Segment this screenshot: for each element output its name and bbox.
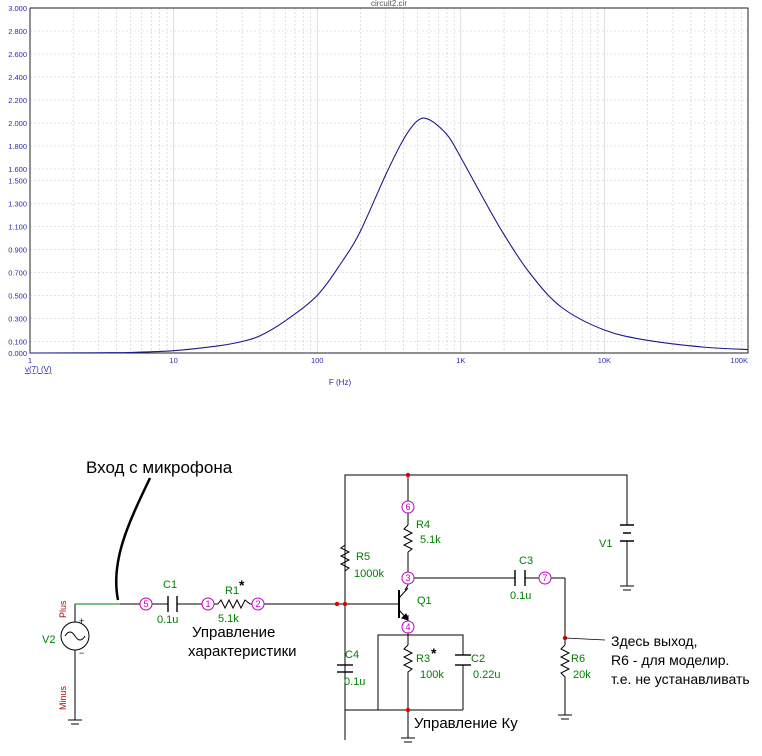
v2-source-symbol xyxy=(60,621,90,651)
c1-name: C1 xyxy=(163,579,177,591)
resistors xyxy=(217,524,571,685)
node-2-label: 2 xyxy=(255,599,260,609)
plot-frame xyxy=(29,7,749,354)
r6-symbol xyxy=(559,644,571,685)
r3-name: R3 xyxy=(416,653,430,665)
r4-name: R4 xyxy=(416,519,430,531)
x-tick-label: 10 xyxy=(169,356,177,365)
r1-name: R1 xyxy=(225,585,239,597)
mic-input-note: Вход с микрофона xyxy=(86,458,233,477)
annotations: Вход с микрофона Управление характеристи… xyxy=(86,458,750,732)
node-labels: 5 1 2 6 3 4 7 xyxy=(139,500,552,634)
y-tick-label: 0.100 xyxy=(8,338,27,347)
mic-pointer-line xyxy=(114,477,152,601)
node-7-label: 7 xyxy=(542,573,547,583)
y-tick-label: 0.900 xyxy=(8,246,27,255)
v1-battery-symbol xyxy=(620,524,634,550)
y-tick-label: 1.500 xyxy=(8,177,27,186)
y-tick-label: 0.300 xyxy=(8,315,27,324)
node-6-label: 6 xyxy=(405,502,410,512)
v2-minus-sign: − xyxy=(79,648,84,658)
y-tick-labels: 0.000 0.100 0.300 0.500 0.700 0.900 1.100 1.300… xyxy=(8,4,27,358)
r1-symbol xyxy=(217,598,251,610)
x-tick-label: 10K xyxy=(598,356,611,365)
c1-value: 0.1u xyxy=(157,614,178,626)
schematic-svg: 5 1 2 6 3 4 7 C1 0.1u R1 5.1k R5 1000k R… xyxy=(42,458,750,743)
r4-symbol xyxy=(402,524,414,553)
ky-control-note: Управление Ку xyxy=(414,715,518,732)
y-tick-label: 2.000 xyxy=(8,119,27,128)
x-tick-label: 1 xyxy=(28,356,32,365)
output-note-3: т.е. не устанавливать xyxy=(611,671,750,687)
y-tick-label: 0.700 xyxy=(8,269,27,278)
output-note-1: Здесь выход, xyxy=(611,633,697,649)
r1-value: 5.1k xyxy=(218,613,239,625)
y-tick-label: 2.600 xyxy=(8,50,27,59)
x-tick-label: 100 xyxy=(311,356,324,365)
output-note-2: R6 - для моделир. xyxy=(611,652,729,668)
v2-plus-label: Plus xyxy=(58,600,68,618)
ground-symbols xyxy=(68,585,634,743)
r6-value: 20k xyxy=(573,669,591,681)
y-tick-label: 0.000 xyxy=(8,349,27,358)
circuit-schematic: 5 1 2 6 3 4 7 C1 0.1u R1 5.1k R5 1000k R… xyxy=(0,440,762,751)
y-tick-label: 2.200 xyxy=(8,96,27,105)
r5-value: 1000k xyxy=(354,568,384,580)
r6-name: R6 xyxy=(571,653,585,665)
y-tick-label: 1.800 xyxy=(8,142,27,151)
r4-value: 5.1k xyxy=(420,534,441,546)
node-4-label: 4 xyxy=(405,622,410,632)
junction-dots xyxy=(334,472,568,713)
c3-name: C3 xyxy=(519,555,533,567)
chart-title: circuit2.cir xyxy=(371,0,407,8)
y-tick-label: 1.100 xyxy=(8,223,27,232)
r3-symbol xyxy=(402,644,414,685)
y-tick-label: 1.300 xyxy=(8,200,27,209)
y-tick-label: 0.500 xyxy=(8,292,27,301)
y-tick-label: 2.400 xyxy=(8,73,27,82)
chart-grid xyxy=(29,7,748,354)
node-1-label: 1 xyxy=(205,599,210,609)
x-tick-labels: 1 10 100 1K 10K 100K xyxy=(28,356,748,365)
x-tick-label: 1K xyxy=(456,356,465,365)
v2-name: V2 xyxy=(42,634,55,646)
y-tick-label: 1.600 xyxy=(8,165,27,174)
q1-transistor-symbol xyxy=(395,587,409,621)
capacitors xyxy=(167,570,526,673)
v2-plus-sign: + xyxy=(79,616,84,626)
c4-name: C4 xyxy=(345,649,359,661)
v2-terminal-labels: Plus Minus xyxy=(58,600,68,710)
series-line-v7 xyxy=(29,117,749,354)
c3-value: 0.1u xyxy=(510,590,531,602)
star-marks: * * xyxy=(239,577,437,661)
node-3-label: 3 xyxy=(405,573,410,583)
chart-svg: circuit2.cir 0.0000.1000.3000.5000.7000.… xyxy=(8,0,749,387)
x-tick-label: 100K xyxy=(730,356,748,365)
y-tick-label: 3.000 xyxy=(8,4,27,13)
v1-name: V1 xyxy=(599,538,612,550)
c4-value: 0.1u xyxy=(344,676,365,688)
wires xyxy=(74,474,628,740)
v2-polarity: + − xyxy=(79,616,84,658)
r3-value: 100k xyxy=(420,669,444,681)
char-control-note-2: характеристики xyxy=(188,643,297,660)
q1-name: Q1 xyxy=(417,595,432,607)
output-pointer-line xyxy=(564,637,606,641)
x-axis-label: F (Hz) xyxy=(329,378,352,387)
r3-star: * xyxy=(431,645,437,661)
c2-name: C2 xyxy=(471,653,485,665)
r5-name: R5 xyxy=(356,551,370,563)
r5-symbol xyxy=(339,540,351,576)
component-labels: C1 0.1u R1 5.1k R5 1000k R4 5.1k Q1 C3 0… xyxy=(42,519,612,688)
y-tick-label: 2.800 xyxy=(8,27,27,36)
r1-star: * xyxy=(239,577,245,593)
c2-value: 0.22u xyxy=(473,669,501,681)
char-control-note-1: Управление xyxy=(192,624,275,641)
v2-minus-label: Minus xyxy=(58,685,68,710)
node-5-label: 5 xyxy=(143,599,148,609)
legend-series-v7[interactable]: v(7) (V) xyxy=(25,365,52,374)
